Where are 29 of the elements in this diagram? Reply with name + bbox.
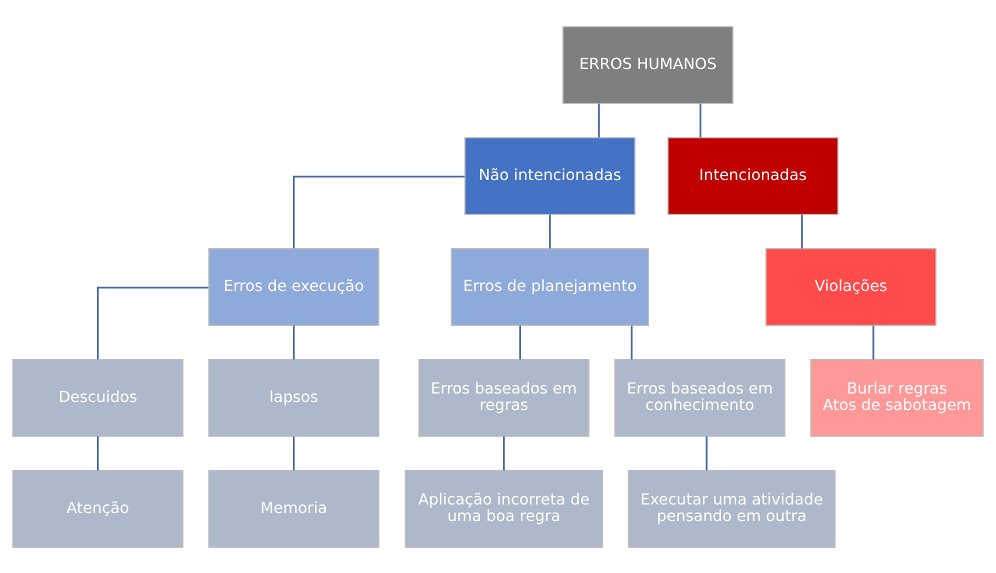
node-box: Erros baseados em conhecimento (614, 358, 786, 436)
node-box: Burlar regras Atos de sabotagem (810, 358, 984, 436)
node-box: Aplicação incorreta de uma boa regra (404, 469, 604, 548)
connector (630, 325, 633, 360)
connector (503, 436, 505, 470)
connector (700, 103, 702, 138)
node-box: Descuidos (12, 358, 184, 436)
node-box: Erros de execução (208, 248, 380, 326)
connector (292, 175, 465, 248)
connector (549, 214, 551, 248)
node-box: ERROS HUMANOS (562, 26, 734, 104)
node-box: Atenção (12, 469, 184, 548)
node-box: Intencionadas (667, 136, 839, 214)
node-box: Erros de planejamento (450, 248, 650, 326)
node-box: Erros baseados em regras (418, 358, 590, 436)
connector (519, 325, 522, 360)
node-box: Violações (765, 248, 937, 326)
connector (801, 214, 803, 248)
connector (706, 436, 708, 470)
connector (292, 325, 295, 360)
connector (96, 286, 208, 359)
node-box: lapsos (208, 358, 380, 436)
connector (872, 325, 874, 360)
node-box: Não intencionadas (464, 136, 636, 214)
connector (598, 103, 600, 138)
connector (292, 436, 295, 470)
node-box: Memoria (208, 469, 380, 548)
connector (96, 436, 99, 470)
node-box: Executar uma atividade pensando em outra (628, 469, 836, 548)
